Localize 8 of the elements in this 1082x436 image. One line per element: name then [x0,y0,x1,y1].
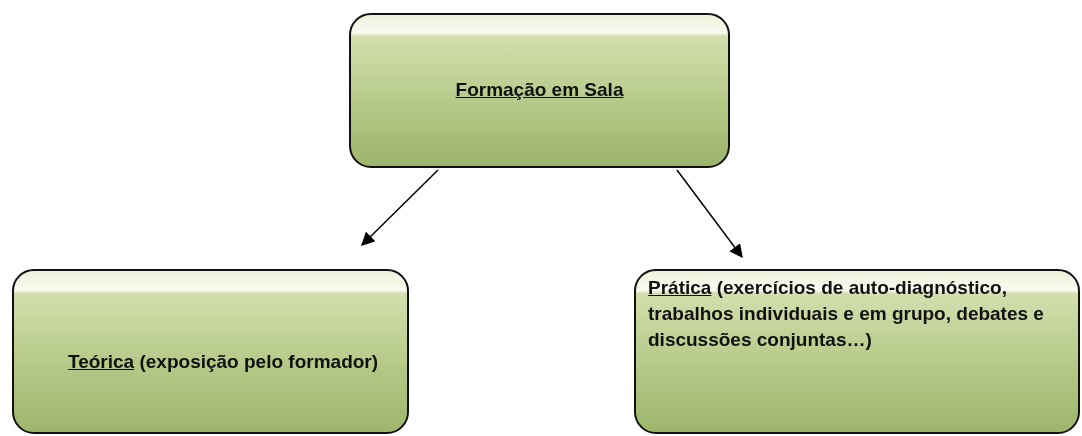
rounded-box [12,269,409,434]
heading-text: Formação em Sala [455,78,624,103]
rounded-box [634,269,1080,434]
box-text: Prática (exercícios de auto-diagnóstico, trabalhos individuais e em grupo, debates e discussões conjuntas…) [648,276,1045,353]
arrow [676,169,743,259]
rounded-box [349,13,730,168]
arrow [361,169,439,246]
box-text: Teórica (exposição pelo formador) [68,350,379,375]
